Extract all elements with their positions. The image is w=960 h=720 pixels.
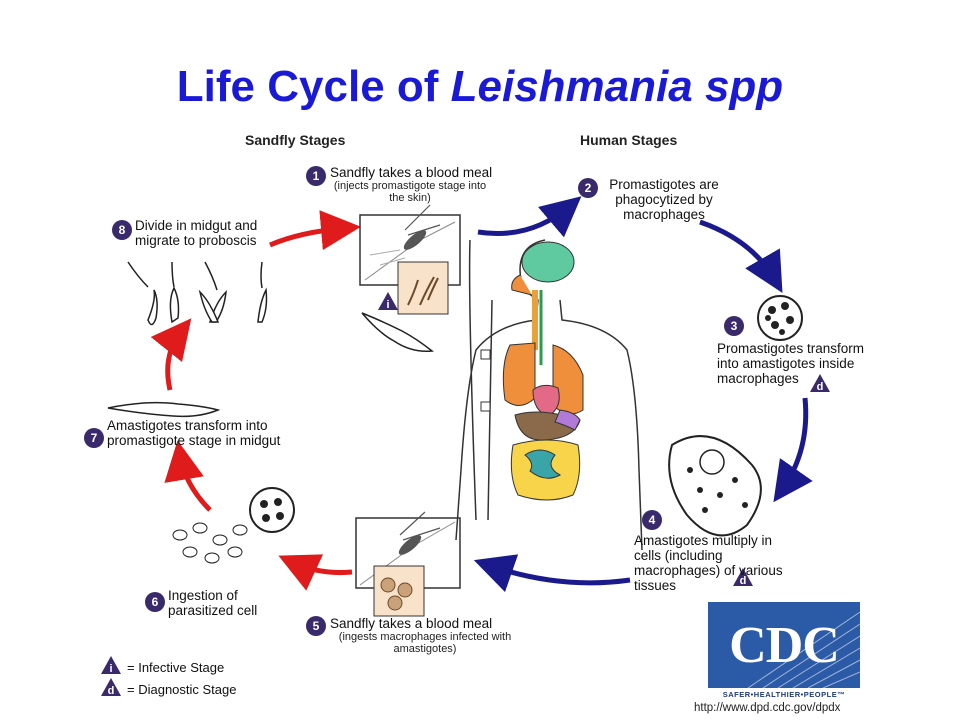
- svg-text:d: d: [817, 381, 824, 393]
- arrow-6-to-7: [164, 440, 212, 512]
- infective-stage-marker: i: [378, 292, 398, 311]
- svg-text:i: i: [109, 663, 112, 675]
- step-5-badge: 5: [306, 616, 326, 636]
- step-3-text: Promastigotes transform into amastigotes…: [717, 341, 865, 386]
- infected-tissue-illustration: [668, 435, 762, 537]
- step-2-text: Promastigotes are phagocytized by macrop…: [609, 177, 719, 222]
- sandfly-stages-header: Sandfly Stages: [245, 132, 346, 148]
- sandfly-feeding-illustration-bottom: [355, 511, 461, 617]
- step-1-subtext: (injects promastigote stage into the ski…: [333, 180, 487, 204]
- promastigote-illustration: [361, 312, 434, 353]
- legend-infective-label: = Infective Stage: [127, 660, 225, 675]
- arrow-8-to-1: [269, 210, 361, 251]
- arrow-3-to-4: [773, 397, 813, 503]
- svg-text:i: i: [386, 299, 389, 311]
- step-1-label: Sandfly takes a blood meal (injects prom…: [330, 165, 492, 204]
- step-1-text: Sandfly takes a blood meal: [330, 165, 493, 180]
- macrophage-illustration: [757, 295, 803, 341]
- dividing-promastigotes-illustration: [127, 261, 268, 326]
- step-1-badge: 1: [306, 166, 326, 186]
- title-prefix: Life Cycle of: [176, 62, 451, 111]
- step-5-text: Sandfly takes a blood meal: [330, 616, 493, 631]
- svg-text:d: d: [108, 685, 115, 697]
- midgut-promastigote-illustration: [107, 401, 221, 418]
- step-8-badge: 8: [112, 220, 132, 240]
- step-3-badge: 3: [724, 316, 744, 336]
- sandfly-feeding-illustration-top: [359, 204, 461, 315]
- arrow-2-to-3: [699, 219, 783, 294]
- cdc-url: http://www.dpd.cdc.gov/dpdx: [694, 702, 841, 714]
- step-5-label: Sandfly takes a blood meal (ingests macr…: [330, 616, 520, 655]
- diagnostic-stage-marker-4: d: [733, 568, 753, 587]
- step-8-text: Divide in midgut and migrate to probosci…: [135, 218, 258, 248]
- svg-text:d: d: [740, 575, 747, 587]
- arrow-5-to-6: [278, 554, 353, 591]
- arrow-1-to-2: [477, 196, 582, 238]
- cdc-logo-text: CDC: [729, 617, 840, 674]
- step-7-badge: 7: [84, 428, 104, 448]
- step-4-text: Amastigotes multiply in cells (including…: [634, 533, 783, 593]
- title-organism: Leishmania spp: [450, 62, 784, 111]
- legend-diagnostic-icon: d: [101, 678, 121, 697]
- arrow-4-to-5: [473, 554, 631, 593]
- diagnostic-stage-marker-3: d: [810, 374, 830, 393]
- legend-infective-icon: i: [101, 656, 121, 675]
- cdc-tagline: SAFER•HEALTHIER•PEOPLE™: [722, 690, 846, 699]
- parasitized-cell-illustration: [172, 487, 295, 564]
- step-4-badge: 4: [642, 510, 662, 530]
- arrow-7-to-8: [150, 318, 192, 391]
- step-6-badge: 6: [145, 592, 165, 612]
- step-6-text: Ingestion of parasitized cell: [168, 588, 258, 618]
- cdc-logo-mark: CDC: [708, 602, 860, 688]
- cdc-logo: CDC SAFER•HEALTHIER•PEOPLE™: [708, 602, 860, 708]
- legend-diagnostic-label: = Diagnostic Stage: [127, 682, 237, 697]
- human-body-illustration: [455, 239, 643, 551]
- step-2-badge: 2: [578, 178, 598, 198]
- cdc-logo-stripes: [747, 611, 860, 688]
- page-title: Life Cycle of Leishmania spp: [0, 62, 960, 112]
- human-stages-header: Human Stages: [580, 132, 678, 148]
- step-5-subtext: (ingests macrophages infected with amast…: [338, 631, 512, 655]
- step-7-text: Amastigotes transform into promastigote …: [107, 418, 281, 448]
